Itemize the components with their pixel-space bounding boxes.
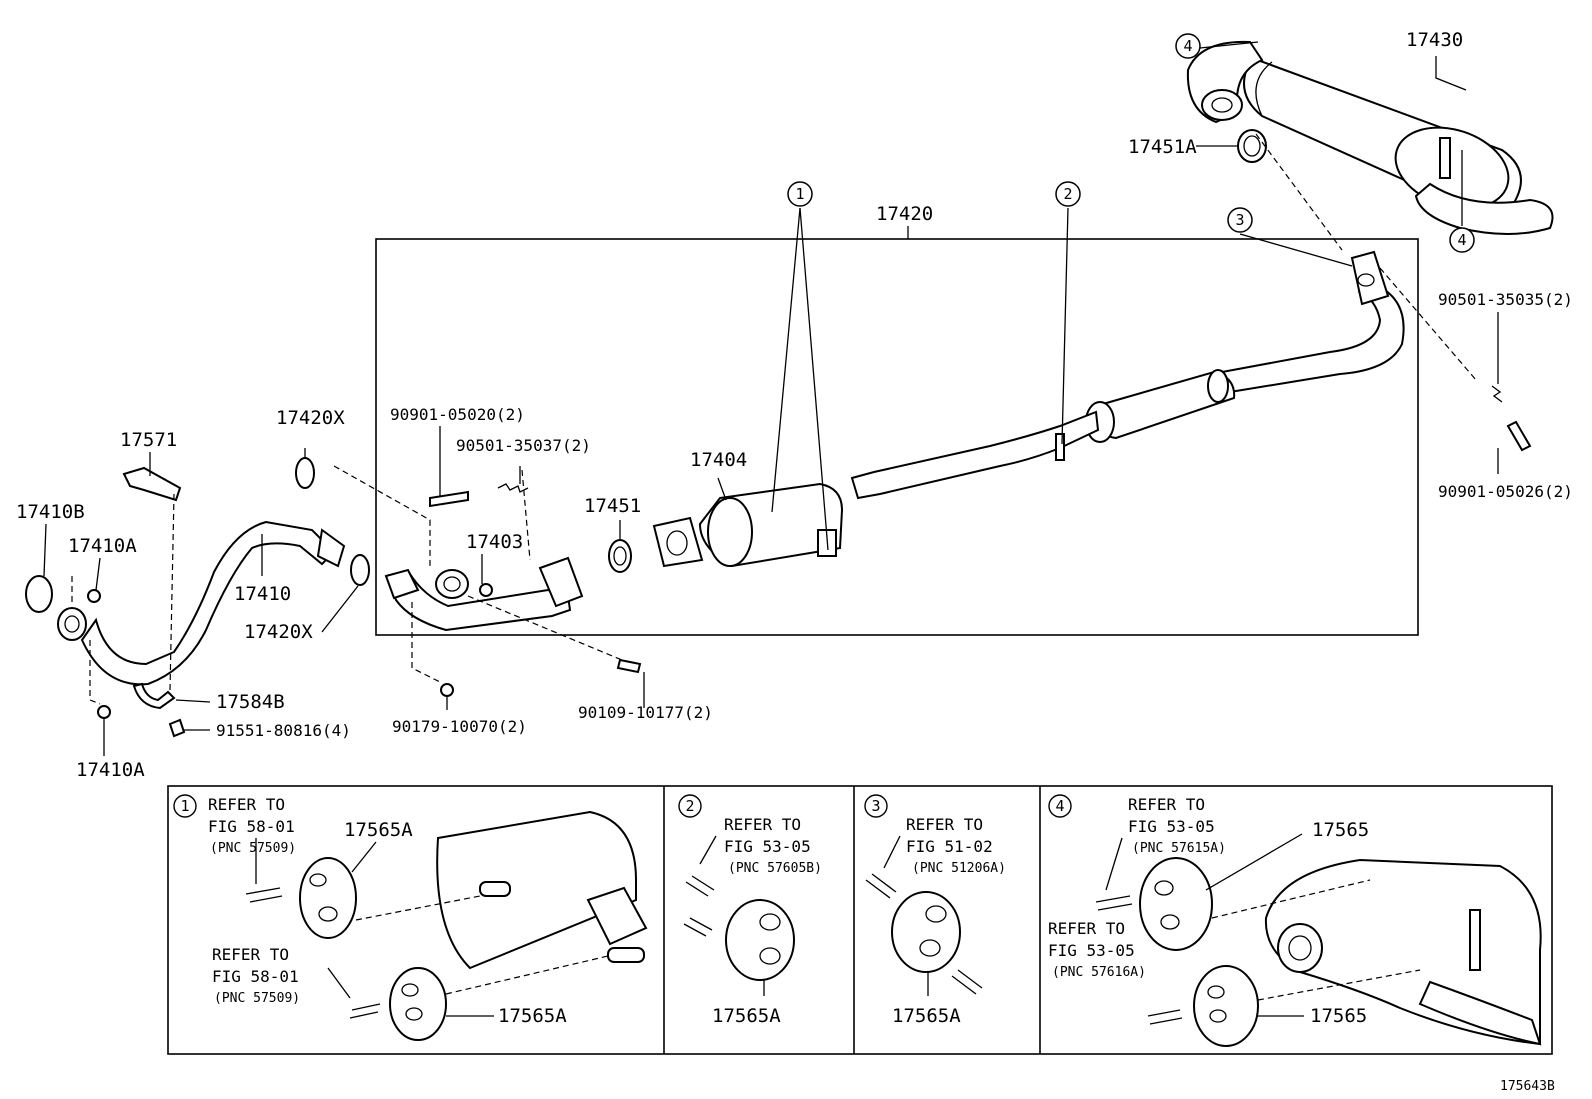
detail-box-2: 2 REFER TO FIG 53-05 (PNC 57605B) 17565A [678,794,822,1027]
svg-text:17565A: 17565A [892,1005,961,1027]
svg-text:REFER TO: REFER TO [906,815,983,834]
callout-1: 1 [787,181,813,207]
hanger-17584B [132,682,176,710]
svg-text:REFER TO: REFER TO [1128,795,1205,814]
label-17420X-bottom: 17420X [244,621,313,643]
label-17403: 17403 [466,531,523,553]
svg-text:FIG 53-05: FIG 53-05 [1048,941,1135,960]
gasket-17410B [25,575,53,613]
front-pipe-17403 [384,556,584,632]
label-17410A-bottom: 17410A [76,759,145,781]
svg-text:(PNC 57615A): (PNC 57615A) [1132,841,1226,856]
drawing-number: 175643B [1500,1079,1555,1094]
svg-text:REFER TO: REFER TO [208,795,285,814]
svg-text:(PNC 57509): (PNC 57509) [214,991,300,1006]
detail-box-1: 1 REFER TO FIG 58-01 (PNC 57509) 17565A … [173,794,648,1041]
svg-text:FIG 51-02: FIG 51-02 [906,837,993,856]
svg-text:FIG 53-05: FIG 53-05 [724,837,811,856]
nut-90179-10070 [440,683,454,697]
label-91551-80816: 91551-80816(4) [216,721,351,740]
gasket-17451A [1237,129,1267,163]
svg-text:4: 4 [1055,797,1064,815]
label-90109-10177: 90109-10177(2) [578,703,713,722]
svg-text:2: 2 [685,797,694,815]
svg-text:REFER TO: REFER TO [724,815,801,834]
label-17430: 17430 [1406,29,1463,51]
label-17420: 17420 [876,203,933,225]
bolt-90901-05020 [429,490,469,508]
svg-text:17565: 17565 [1310,1005,1367,1027]
nut-17410A-bottom [97,705,111,719]
detail-box-4: 4 REFER TO FIG 53-05 (PNC 57615A) 17565 … [1048,794,1542,1047]
svg-text:17565A: 17565A [344,819,413,841]
bracket-17571 [122,466,182,502]
label-90901-05020: 90901-05020(2) [390,405,525,424]
bolt-91551-80816 [168,718,186,738]
label-90501-35037: 90501-35037(2) [456,436,591,455]
exhaust-pipe-17410 [57,520,346,686]
svg-text:1: 1 [180,797,189,815]
svg-text:(PNC 57509): (PNC 57509) [210,841,296,856]
label-17571: 17571 [120,429,177,451]
label-17451: 17451 [584,495,641,517]
svg-text:17565A: 17565A [498,1005,567,1027]
label-17404: 17404 [690,449,747,471]
svg-text:3: 3 [871,797,880,815]
gasket-17420X-top [295,457,315,489]
callout-2: 2 [1055,181,1081,207]
assembly-17420-frame [375,238,1419,636]
svg-text:FIG 58-01: FIG 58-01 [208,817,295,836]
svg-text:2: 2 [1063,185,1072,203]
detail-box-3: 3 REFER TO FIG 51-02 (PNC 51206A) 17565A [864,794,1006,1027]
svg-text:1: 1 [795,185,804,203]
detail-boxes-frame [167,785,1553,1055]
callout-4-right: 4 [1449,227,1475,253]
label-90179-10070: 90179-10070(2) [392,717,527,736]
label-17410B: 17410B [16,501,85,523]
label-17420X-top: 17420X [276,407,345,429]
svg-text:(PNC 51206A): (PNC 51206A) [912,861,1006,876]
svg-text:REFER TO: REFER TO [1048,919,1125,938]
svg-text:4: 4 [1183,37,1192,55]
spring-90501-35037 [497,483,529,493]
svg-text:FIG 53-05: FIG 53-05 [1128,817,1215,836]
svg-text:17565: 17565 [1312,819,1369,841]
callout-4-top: 4 [1175,33,1201,59]
bolt-90901-05026 [1506,420,1532,452]
label-17451A: 17451A [1128,136,1197,158]
callout-3: 3 [1227,207,1253,233]
center-pipe-17420 [652,250,1405,568]
label-90901-05026: 90901-05026(2) [1438,482,1573,501]
label-17584B: 17584B [216,691,285,713]
svg-text:(PNC 57605B): (PNC 57605B) [728,861,822,876]
svg-text:17565A: 17565A [712,1005,781,1027]
label-17410A-top: 17410A [68,535,137,557]
svg-text:4: 4 [1457,231,1466,249]
bolt-90109-10177 [616,658,642,674]
nut-17410A-top [87,589,101,603]
svg-text:FIG 58-01: FIG 58-01 [212,967,299,986]
gasket-17420X-bottom [350,554,370,586]
spring-90501-35035 [1491,385,1503,403]
svg-text:(PNC 57616A): (PNC 57616A) [1052,965,1146,980]
gasket-17451 [608,539,632,573]
label-90501-35035: 90501-35035(2) [1438,290,1573,309]
svg-text:REFER TO: REFER TO [212,945,289,964]
label-17410: 17410 [234,583,291,605]
svg-text:3: 3 [1235,211,1244,229]
